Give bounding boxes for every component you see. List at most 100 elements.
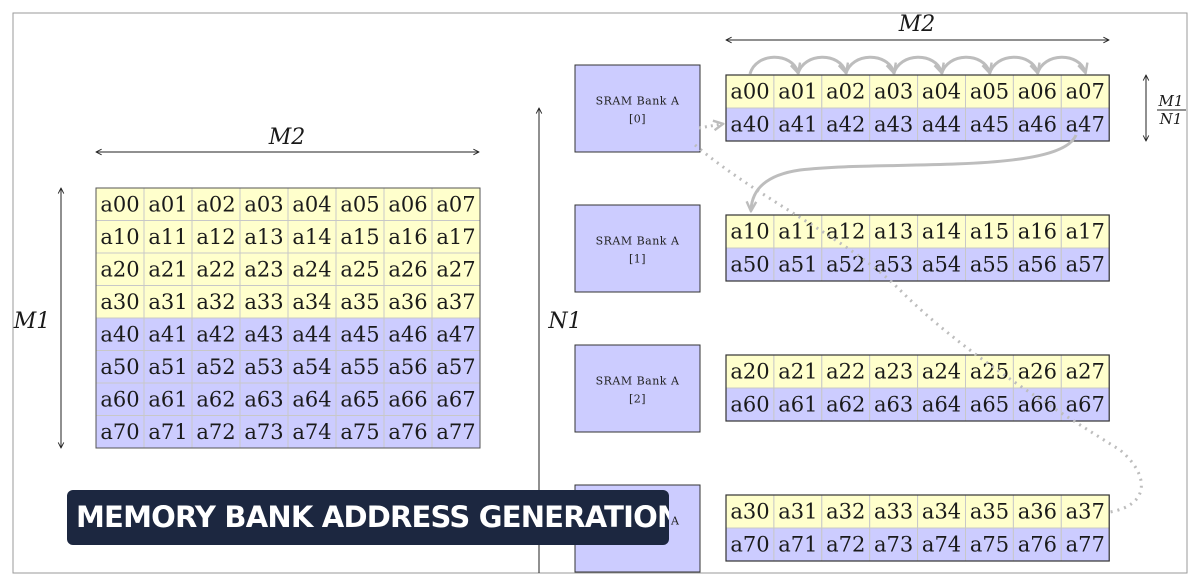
matrix-cell-label: a30	[100, 290, 139, 314]
sram-bank-box	[574, 64, 701, 153]
matrix-cell-label: a21	[148, 257, 187, 281]
bank-cell-label: a22	[826, 360, 865, 384]
bank-cell	[821, 214, 871, 249]
matrix-cell-label: a62	[196, 387, 235, 411]
matrix-cell-label: a17	[436, 225, 475, 249]
bank-cell-label: a35	[970, 500, 1009, 524]
matrix-cell	[239, 187, 289, 221]
matrix-cell-label: a04	[292, 192, 331, 216]
bank-cell-label: a43	[874, 113, 913, 137]
access-hop-arrow	[988, 55, 1037, 74]
bank-cell	[917, 354, 966, 389]
bank-cell-label: a34	[922, 500, 961, 524]
matrix-cell-label: a53	[244, 355, 283, 379]
bank-cell-label: a04	[922, 80, 961, 104]
matrix-cell-label: a50	[100, 355, 139, 379]
bank-cell-label: a36	[1018, 500, 1057, 524]
bank-cell-label: a50	[730, 253, 769, 277]
bank-cell-label: a67	[1066, 393, 1105, 417]
matrix-cell	[287, 350, 337, 384]
bank-cell-label: a56	[1018, 253, 1057, 277]
matrix-cell-label: a11	[148, 225, 187, 249]
matrix-cell-label: a10	[100, 225, 139, 249]
matrix-cell	[239, 285, 289, 319]
matrix-cell-label: a52	[196, 355, 235, 379]
bank-cell	[917, 214, 966, 249]
matrix-cell-label: a22	[196, 257, 235, 281]
matrix-cell	[287, 285, 337, 319]
matrix-cell-label: a42	[196, 322, 235, 346]
bank-cell	[773, 354, 823, 389]
bank-cell	[821, 247, 871, 282]
matrix-cell-label: a77	[436, 420, 475, 444]
matrix-cell	[335, 220, 385, 254]
matrix-cell	[383, 415, 433, 449]
matrix-cell	[239, 252, 289, 286]
bank-cell	[1012, 107, 1062, 142]
bank-cell-label: a45	[970, 113, 1009, 137]
bank-cell	[869, 527, 919, 562]
access-order-arrows	[748, 55, 1085, 74]
matrix-cell	[383, 382, 433, 416]
bank-cell-label: a55	[970, 253, 1009, 277]
bank-cell-label: a76	[1018, 533, 1057, 557]
bank-cell-label: a52	[826, 253, 865, 277]
access-hop-arrow	[844, 55, 894, 74]
sram-bank-title: SRAM Bank A	[596, 375, 680, 388]
bank-row-border	[725, 354, 1110, 422]
matrix-cell-label: a72	[196, 420, 235, 444]
bank-row-border	[725, 74, 1110, 142]
matrix-cell-label: a67	[436, 387, 475, 411]
matrix-cell	[335, 285, 385, 319]
matrix-cell-label: a73	[244, 420, 283, 444]
bank-cell-label: a15	[970, 220, 1009, 244]
matrix-cell	[335, 252, 385, 286]
bank-cell-label: a65	[970, 393, 1009, 417]
bank-cell-label: a70	[730, 533, 769, 557]
bank-cell-label: a33	[874, 500, 913, 524]
access-hop-arrow	[1035, 55, 1085, 74]
matrix-cell-label: a75	[340, 420, 379, 444]
matrix-width-label: M2	[268, 125, 306, 150]
bank-cell-label: a14	[922, 220, 961, 244]
matrix-cell-label: a01	[148, 192, 187, 216]
matrix-cell-label: a05	[340, 192, 379, 216]
fraction-denominator: N1	[1159, 110, 1183, 128]
bank-cell	[821, 387, 871, 422]
matrix-cell	[431, 220, 481, 254]
matrix-cell-label: a71	[148, 420, 187, 444]
bank-cell	[869, 247, 919, 282]
matrix-cell-label: a46	[388, 322, 427, 346]
matrix-cell-label: a40	[100, 322, 139, 346]
row-wrap-arrow	[751, 134, 1078, 210]
bank-cell	[1060, 527, 1110, 562]
bank-cell-label: a20	[730, 360, 769, 384]
matrix-cell-label: a44	[292, 322, 331, 346]
bank-cell-label: a37	[1066, 500, 1105, 524]
bank-cell	[869, 107, 919, 142]
matrix-cell	[383, 285, 433, 319]
bank-cell	[821, 74, 871, 109]
matrix-cell-label: a63	[244, 387, 283, 411]
sram-bank-box	[574, 344, 701, 433]
bank-cell	[773, 74, 823, 109]
matrix-cell	[239, 415, 289, 449]
bank-cell-label: a64	[922, 393, 961, 417]
matrix-cell	[239, 317, 289, 351]
matrix-cell	[95, 252, 145, 286]
matrix-cell-label: a02	[196, 192, 235, 216]
matrix-cell-label: a43	[244, 322, 283, 346]
matrix-cell	[287, 252, 337, 286]
matrix-cell-label: a64	[292, 387, 331, 411]
matrix-cell	[95, 415, 145, 449]
matrix-cell-label: a41	[148, 322, 187, 346]
matrix-cell-label: a32	[196, 290, 235, 314]
bank-cell-label: a16	[1018, 220, 1057, 244]
bank-cell	[965, 247, 1014, 282]
bank-cell-label: a54	[922, 253, 961, 277]
matrix-cell-label: a20	[100, 257, 139, 281]
bank-cell	[869, 214, 919, 249]
bank-cell-label: a77	[1066, 533, 1105, 557]
bank-cell-label: a40	[730, 113, 769, 137]
